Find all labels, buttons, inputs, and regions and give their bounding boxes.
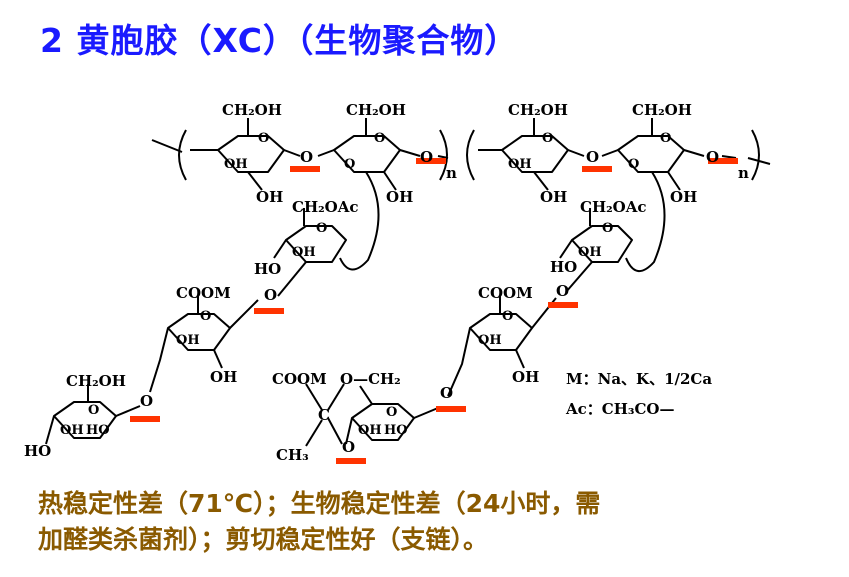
label-o-link: O [440, 384, 453, 402]
label-ring-o: O [542, 131, 553, 146]
highlight-bar [130, 416, 160, 422]
label-o-link: O [300, 148, 313, 166]
legend-m: M：Na、K、1/2Ca [566, 370, 712, 388]
label-ring-ho: HO [86, 423, 110, 438]
label-ring-oh: OH [292, 245, 316, 260]
highlight-bar [582, 166, 612, 172]
label-o-link: O [586, 148, 599, 166]
label-o-ch2: O—CH₂ [340, 370, 401, 388]
label-ring-ohho: OH [60, 423, 84, 438]
label-ho: HO [550, 258, 577, 276]
label-ring-o: O [386, 405, 397, 420]
label-ring-o: O [502, 309, 513, 324]
label-ring-o: O [200, 309, 211, 324]
label-ring-o: O [88, 403, 99, 418]
label-subscript-n: n [738, 164, 749, 182]
label-ring-o: O [602, 221, 613, 236]
highlight-bar [416, 158, 446, 164]
label-oh: OH [670, 188, 697, 206]
label-ring-o: O [344, 157, 355, 172]
legend-ac: Ac：CH₃CO— [565, 400, 674, 418]
label-ring-oh: OH [478, 333, 502, 348]
label-o-link: O [264, 286, 277, 304]
xanthan-structure-diagram: CH₂OH O OH OH O CH₂OH O O OH O n CH₂OAc … [24, 101, 771, 464]
label-ring-ho: HO [384, 423, 408, 438]
property-notes: 热稳定性差（71℃）；生物稳定性差（24小时，需 加醛类杀菌剂）；剪切稳定性好（… [38, 486, 828, 558]
label-coom: COOM [176, 284, 231, 302]
highlight-bars [130, 158, 738, 464]
label-ch2oac: CH₂OAc [292, 198, 359, 216]
label-ho: HO [254, 260, 281, 278]
highlight-bar [548, 302, 578, 308]
label-ch2oh: CH₂OH [346, 101, 406, 119]
bracket-open-right [466, 129, 475, 181]
label-oh: OH [512, 368, 539, 386]
bracket-close-left [439, 129, 448, 181]
label-ring-o: O [258, 131, 269, 146]
label-o-link: O [706, 148, 719, 166]
label-ch2oh: CH₂OH [222, 101, 282, 119]
label-ring-o: O [316, 221, 327, 236]
label-coom: COOM [272, 370, 327, 388]
label-ring-o: O [628, 157, 639, 172]
highlight-bar [708, 158, 738, 164]
bracket-close-right [751, 129, 760, 181]
label-ring-oh: OH [176, 333, 200, 348]
side-chain-loop-left [339, 171, 380, 271]
highlight-bar [336, 458, 366, 464]
label-oh: OH [540, 188, 567, 206]
chain-bond-right-end [747, 157, 771, 165]
label-ring-o: O [374, 131, 385, 146]
label-subscript-n: n [446, 164, 457, 182]
side-chain-loop-right [625, 171, 666, 272]
label-o-link: O [556, 282, 569, 300]
label-ch2oh: CH₂OH [508, 101, 568, 119]
label-ch2oh: CH₂OH [66, 372, 126, 390]
label-ring-oh: OH [358, 423, 382, 438]
label-ring-oh: OH [578, 245, 602, 260]
highlight-bar [254, 308, 284, 314]
label-coom: COOM [478, 284, 533, 302]
label-o: O [342, 438, 355, 456]
label-ch2oh: CH₂OH [632, 101, 692, 119]
label-oh: OH [210, 368, 237, 386]
label-ho: HO [24, 442, 51, 460]
notes-line-2: 加醛类杀菌剂）；剪切稳定性好（支链）。 [38, 525, 489, 554]
label-c: C [318, 406, 330, 424]
label-ch3: CH₃ [276, 446, 309, 464]
slide-title: 2 黄胞胶（XC）（生物聚合物） [40, 21, 519, 60]
label-ring-oh: OH [224, 157, 248, 172]
label-o-link: O [420, 148, 433, 166]
bracket-open-left [178, 129, 187, 181]
label-ring-o: O [660, 131, 671, 146]
label-ring-oh: OH [508, 157, 532, 172]
label-ch2oac: CH₂OAc [580, 198, 647, 216]
notes-line-1: 热稳定性差（71℃）；生物稳定性差（24小时，需 [38, 489, 601, 518]
label-oh: OH [386, 188, 413, 206]
highlight-bar [436, 406, 466, 412]
label-o-link: O [140, 392, 153, 410]
label-oh: OH [256, 188, 283, 206]
chain-bond-left-start [151, 139, 183, 153]
highlight-bar [290, 166, 320, 172]
